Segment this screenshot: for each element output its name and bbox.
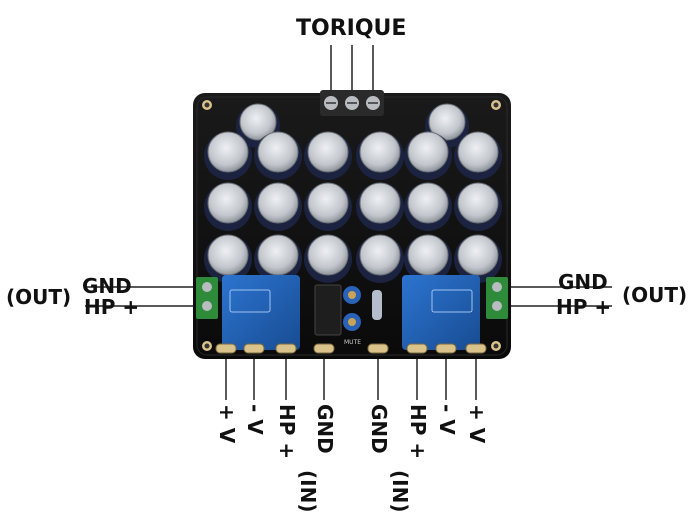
left-out-label: (OUT) (6, 285, 72, 309)
capacitor (254, 234, 302, 283)
solder-pad (215, 343, 237, 354)
capacitor (404, 182, 452, 231)
transformer-label: TORIQUE (296, 16, 407, 41)
capacitor (356, 182, 404, 231)
solder-pad (367, 343, 389, 354)
center-components: MUTE (314, 284, 382, 346)
in-left-label: (IN) (296, 470, 320, 513)
hp-in-right-label: HP + (406, 404, 430, 460)
gnd-right-label: GND (367, 404, 391, 454)
capacitor (304, 182, 352, 231)
capacitor (204, 234, 252, 283)
solder-pad (275, 343, 297, 354)
capacitor (356, 131, 404, 180)
solder-pad (465, 343, 487, 354)
vplus-left-label: + V (215, 404, 239, 444)
capacitor (454, 131, 502, 180)
right-gnd-label: GND (558, 270, 608, 294)
solder-pad (243, 343, 265, 354)
vminus-left-label: - V (243, 404, 267, 435)
capacitor (356, 234, 404, 283)
capacitor (404, 234, 452, 283)
vplus-right-label: + V (465, 404, 489, 444)
right-out-label: (OUT) (622, 283, 688, 307)
solder-pad (435, 343, 457, 354)
solder-pad (406, 343, 428, 354)
in-right-label: (IN) (388, 470, 412, 513)
gnd-left-label: GND (313, 404, 337, 454)
capacitor (254, 131, 302, 180)
left-hp-label: HP + (84, 295, 140, 319)
right-hp-label: HP + (556, 295, 612, 319)
capacitor (204, 182, 252, 231)
capacitor (404, 131, 452, 180)
capacitor-array (204, 103, 502, 283)
right-output-terminal (486, 277, 508, 319)
capacitor (454, 182, 502, 231)
vminus-right-label: - V (435, 404, 459, 435)
capacitor (304, 131, 352, 180)
capacitor (254, 182, 302, 231)
transformer-terminal-block (320, 90, 384, 116)
capacitor (304, 234, 352, 283)
left-gnd-label: GND (82, 274, 132, 298)
relay-right (402, 275, 480, 350)
mute-silkscreen: MUTE (344, 339, 361, 346)
hp-in-left-label: HP + (275, 404, 299, 460)
left-output-terminal (196, 277, 218, 319)
capacitor (204, 131, 252, 180)
solder-pad (313, 343, 335, 354)
relay-left (222, 275, 300, 350)
bottom-input-pads (215, 343, 487, 354)
capacitor (454, 234, 502, 283)
